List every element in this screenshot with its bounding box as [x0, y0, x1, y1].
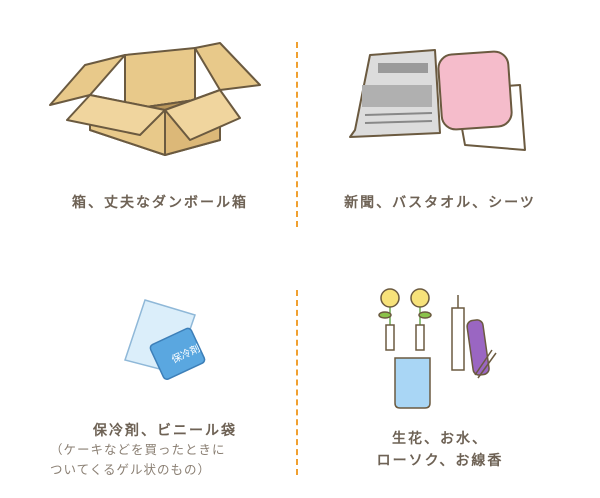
cardboard-box-illustration	[49, 42, 261, 156]
divider-bottom	[296, 290, 298, 475]
item-title-ice-pack: 保冷剤、ビニール袋 （ケーキなどを買ったときに ついてくるゲル状のもの）	[50, 420, 280, 480]
ice-pack-plastic-bag-illustration: 保冷剤	[124, 299, 206, 380]
item-title-flowers-line1: 生花、お水、	[392, 431, 488, 447]
divider-top	[296, 42, 298, 227]
item-title-ice-pack-main: 保冷剤、ビニール袋	[93, 423, 237, 439]
item-note-line2: ついてくるゲル状のもの）	[50, 462, 212, 477]
item-note-line1: （ケーキなどを買ったときに	[50, 442, 226, 457]
item-title-newspaper: 新聞、バスタオル、シーツ	[344, 195, 536, 211]
item-title-box: 箱、丈夫なダンボール箱	[72, 195, 248, 211]
newspaper-towel-sheet-illustration	[349, 49, 526, 151]
item-title-flowers: 生花、お水、 ローソク、お線香	[330, 428, 550, 472]
item-title-flowers-line2: ローソク、お線香	[376, 453, 504, 469]
flowers-water-candle-incense-illustration	[378, 288, 497, 409]
